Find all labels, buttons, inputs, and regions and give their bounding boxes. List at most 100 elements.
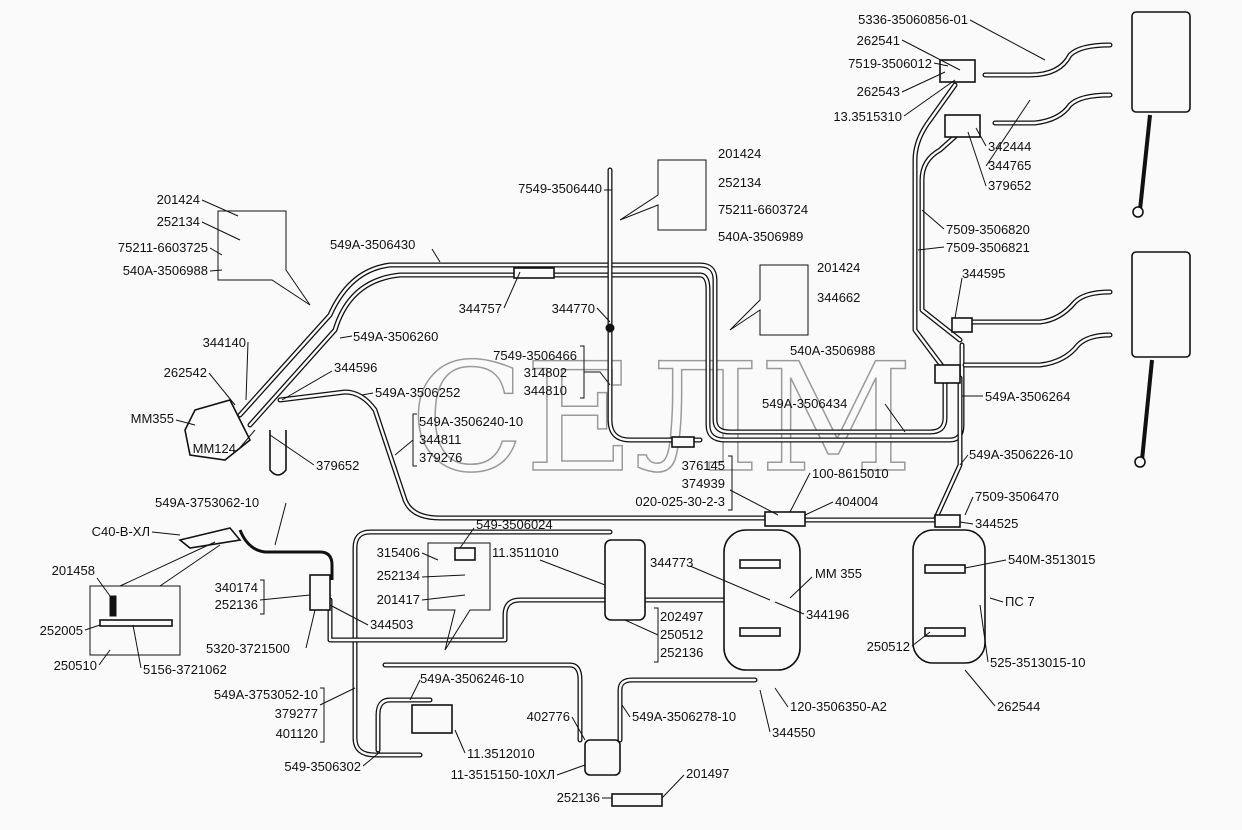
part-label: 5336-35060856-01 — [858, 12, 968, 27]
part-label: 250512 — [867, 639, 910, 654]
valve-5320 — [309, 574, 331, 611]
part-label: 020-025-30-2-3 — [635, 494, 725, 509]
part-label: 374939 — [682, 476, 725, 491]
part-label: 252005 — [40, 623, 83, 638]
part-label: 7509-3506470 — [975, 489, 1059, 504]
part-label: 11-3515150-10ХЛ — [451, 767, 555, 782]
part-label: 344595 — [962, 266, 1005, 281]
part-label: 252134 — [157, 214, 200, 229]
part-label: 540A-3506988 — [123, 263, 208, 278]
part-label: 250510 — [54, 658, 97, 673]
water-separator — [584, 739, 621, 776]
part-label: 549A-3753052-10 — [214, 687, 318, 702]
part-label: 379652 — [988, 178, 1031, 193]
part-label: 344662 — [817, 290, 860, 305]
part-label: 7549-3506466 — [493, 348, 577, 363]
part-label: 262542 — [164, 365, 207, 380]
reservoir-lower — [1131, 251, 1191, 358]
pipes — [237, 42, 1113, 758]
part-label: ПС 7 — [1005, 594, 1035, 609]
part-label: 252134 — [718, 175, 761, 190]
part-label: 402776 — [527, 709, 570, 724]
part-label: 376145 — [682, 458, 725, 473]
part-label: 201424 — [817, 260, 860, 275]
watermark: СЕЛМ — [410, 332, 913, 506]
reservoir-upper — [1131, 11, 1191, 113]
part-label: 262543 — [857, 84, 900, 99]
part-label: 201417 — [377, 592, 420, 607]
part-label: 379277 — [275, 706, 318, 721]
part-label: 549A-3506264 — [985, 389, 1070, 404]
part-label: 75211-6603725 — [118, 240, 208, 255]
crane-c40 — [178, 527, 242, 549]
part-label: 549A-3506226-10 — [969, 447, 1073, 462]
part-label: 120-3506350-A2 — [790, 699, 887, 714]
air-receiver-1 — [723, 529, 801, 671]
part-label: 344773 — [650, 555, 693, 570]
part-label: 344757 — [459, 301, 502, 316]
part-label: 252136 — [215, 597, 258, 612]
part-label: 7509-3506821 — [946, 240, 1030, 255]
part-label: С40-В-ХЛ — [92, 524, 150, 539]
part-label: 5156-3721062 — [143, 662, 227, 677]
bolt-201497 — [611, 793, 663, 807]
part-label: 549A-3506246-10 — [420, 671, 524, 686]
part-label: 540A-3506989 — [718, 229, 803, 244]
part-label: MM355 — [131, 411, 174, 426]
brackets — [260, 345, 733, 743]
part-label: 202497 — [660, 609, 703, 624]
part-label: 201497 — [686, 766, 729, 781]
part-label: 549A-3506278-10 — [632, 709, 736, 724]
part-label: 11.3512010 — [467, 746, 535, 761]
part-label: 404004 — [835, 494, 878, 509]
air-receiver-2 — [912, 529, 986, 664]
part-label: 344811 — [419, 432, 461, 447]
part-label: 262541 — [857, 33, 900, 48]
part-label: 11.3511010 — [492, 545, 559, 560]
part-label: 7509-3506820 — [946, 222, 1030, 237]
part-label: 549A-3506434 — [762, 396, 847, 411]
part-label: MM 355 — [815, 566, 862, 581]
part-label: 540A-3506988 — [790, 343, 875, 358]
leader-lines — [84, 19, 1046, 799]
part-label: 549-3506302 — [284, 759, 361, 774]
valve-mm355 — [184, 399, 252, 461]
part-label: 252134 — [377, 568, 420, 583]
part-label: 344550 — [772, 725, 815, 740]
part-label: 250512 — [660, 627, 703, 642]
part-label: 344596 — [334, 360, 377, 375]
part-label: 344196 — [806, 607, 849, 622]
part-label: 315406 — [377, 545, 420, 560]
valve-11-3512010 — [411, 704, 453, 734]
part-label: 252136 — [660, 645, 703, 660]
part-label: 344525 — [975, 516, 1018, 531]
part-label: 201424 — [157, 192, 200, 207]
part-label: 7519-3506012 — [848, 56, 932, 71]
part-label: 344140 — [203, 335, 246, 350]
part-label: 100-8615010 — [812, 466, 889, 481]
part-label: 401120 — [276, 726, 318, 741]
part-label: 340174 — [215, 580, 258, 595]
part-label: 13.3515310 — [833, 109, 902, 124]
part-label: 252136 — [557, 790, 600, 805]
part-label: 379276 — [419, 450, 462, 465]
part-label: 344765 — [988, 158, 1031, 173]
part-label: 344810 — [524, 383, 567, 398]
part-label: 379652 — [316, 458, 359, 473]
callouts — [89, 159, 809, 656]
part-label: 549A-3506430 — [330, 237, 415, 252]
part-label: 201424 — [718, 146, 761, 161]
part-label: 549A-3506240-10 — [419, 414, 523, 429]
part-label: MM124 — [193, 441, 236, 456]
part-label: 344503 — [370, 617, 413, 632]
part-label: 342444 — [988, 139, 1031, 154]
part-label: 549A-3753062-10 — [155, 495, 259, 510]
pressure-regulator — [604, 539, 646, 621]
part-label: 540M-3513015 — [1008, 552, 1095, 567]
components — [178, 11, 1191, 807]
part-label: 525-3513015-10 — [990, 655, 1085, 670]
part-label: 262544 — [997, 699, 1040, 714]
part-label: 7549-3506440 — [518, 181, 602, 196]
